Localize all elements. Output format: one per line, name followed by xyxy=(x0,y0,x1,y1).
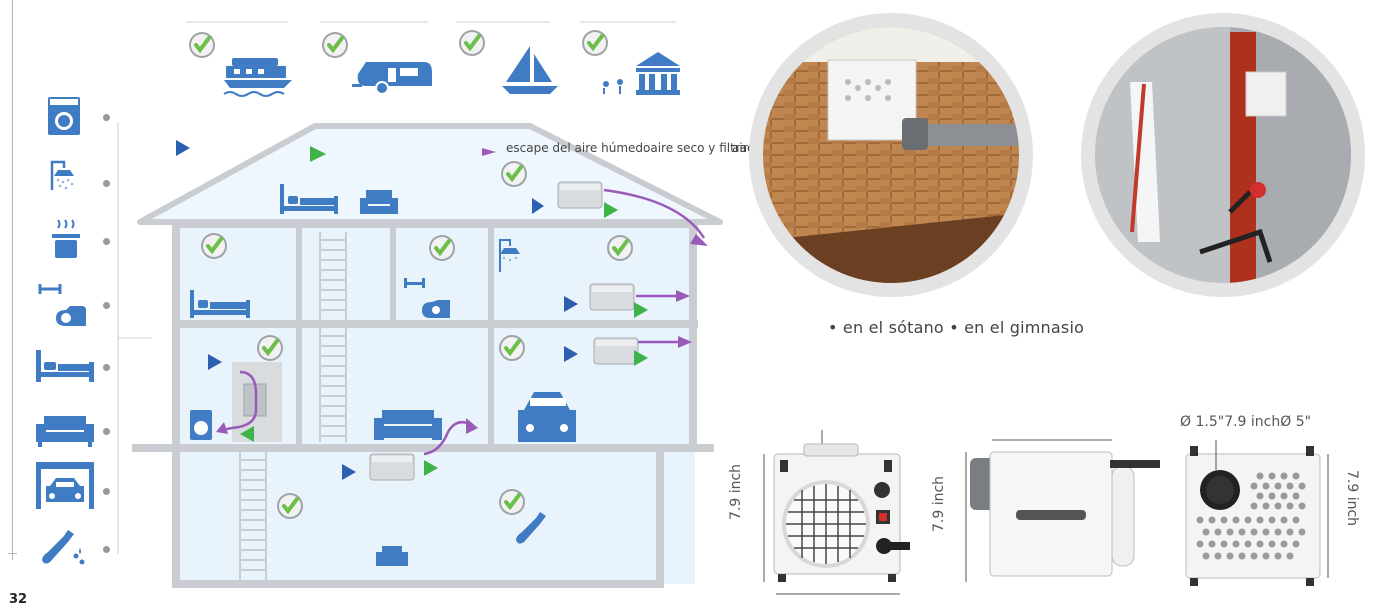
front-height-label: 7.9 inch xyxy=(728,463,744,520)
bed-icon xyxy=(34,348,96,384)
bullet-dot xyxy=(103,302,110,309)
caption-basement: • en el sótano xyxy=(828,318,944,337)
ducts-small-label: Ø 1.5" xyxy=(1180,414,1225,430)
back-dimension-labels: Ø 1.5"7.9 inchØ 5" xyxy=(1180,414,1311,430)
check-icon xyxy=(457,28,487,58)
product-front-view xyxy=(760,430,910,600)
page-marker xyxy=(8,553,17,554)
bullet-dot xyxy=(103,238,110,245)
garage-icon xyxy=(34,460,96,510)
page-number: 32 xyxy=(9,592,28,607)
back-height-label: 7.9 inch xyxy=(1344,470,1360,527)
gym-icon xyxy=(38,280,92,330)
washing-machine-icon xyxy=(47,96,81,136)
sailboat-icon xyxy=(500,44,560,98)
cleaning-icon xyxy=(40,528,90,568)
installation-captions: • en el sótano • en el gimnasio xyxy=(828,318,1084,337)
product-side-view xyxy=(960,432,1160,592)
bullet-dot xyxy=(103,180,110,187)
application-row xyxy=(180,18,690,104)
duct-large-label: Ø 5" xyxy=(1280,414,1312,430)
legend-dry-filtered: aire seco y filtrado xyxy=(650,141,763,155)
legend-humid-exhaust: escape del aire húmedo xyxy=(506,141,651,155)
check-icon xyxy=(320,30,350,60)
caption-gym: • en el gimnasio xyxy=(949,318,1085,337)
sofa-icon xyxy=(34,414,96,448)
shower-icon xyxy=(48,158,80,192)
left-margin-rule xyxy=(12,0,13,560)
product-back-view xyxy=(1180,440,1330,590)
museum-icon xyxy=(596,48,682,98)
back-width-label: 7.9 inch xyxy=(1224,414,1281,430)
bullet-dot xyxy=(103,114,110,121)
side-height-label: 7.9 inch xyxy=(931,475,947,532)
bullet-dot xyxy=(103,428,110,435)
caravan-icon xyxy=(352,54,436,100)
check-icon xyxy=(187,30,217,60)
bullet-dot xyxy=(103,364,110,371)
house-cross-section xyxy=(120,110,740,590)
gym-photo xyxy=(1080,12,1366,298)
cooking-pot-icon xyxy=(50,218,82,260)
basement-photo xyxy=(748,12,1034,298)
boat-icon xyxy=(222,52,296,98)
bullet-dot xyxy=(103,546,110,553)
bullet-dot xyxy=(103,488,110,495)
